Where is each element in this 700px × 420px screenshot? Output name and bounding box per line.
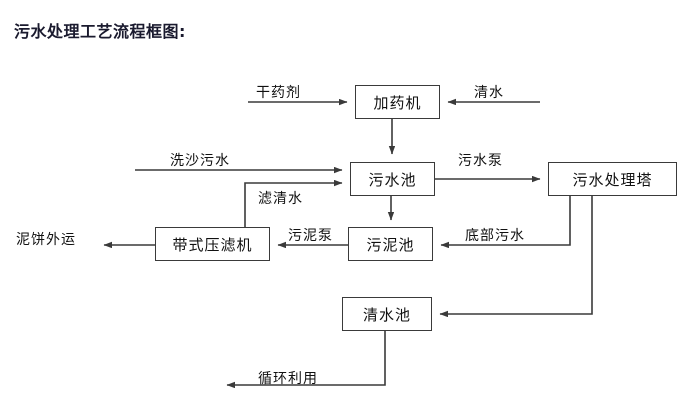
edge-label-sand-wash-wastewater: 洗沙污水: [170, 153, 230, 169]
edge-clear-water-pool-to-recycle: [226, 331, 386, 389]
node-clear-water-pool-label: 清水池: [362, 305, 411, 324]
node-belt-filter-press[interactable]: 带式压滤机: [155, 227, 270, 261]
node-wastewater-pool[interactable]: 污水池: [350, 162, 435, 196]
page-title: 污水处理工艺流程框图:: [14, 22, 186, 41]
edge-label-bottom-wastewater: 底部污水: [465, 228, 525, 244]
node-treatment-tower-label: 污水处理塔: [572, 170, 653, 189]
node-treatment-tower[interactable]: 污水处理塔: [548, 162, 677, 196]
edge-label-sludge-pump: 污泥泵: [288, 228, 333, 244]
edge-tower-to-clear-water-pool: [439, 196, 593, 318]
node-sludge-pool-label: 污泥池: [366, 235, 415, 254]
edge-filterpress-to-wastewater-pool: [244, 179, 343, 227]
edge-tower-bottom-to-sludge-pool: [440, 196, 571, 249]
edge-label-filtered-clear-water: 滤清水: [258, 191, 303, 207]
edge-label-dry-agent: 干药剂: [256, 85, 301, 101]
terminal-label-mud-cake-out: 泥饼外运: [16, 232, 76, 248]
node-dosing-machine-label: 加药机: [373, 93, 422, 112]
edge-label-recycle-reuse: 循环利用: [258, 371, 318, 387]
edge-label-wastewater-pump: 污水泵: [458, 153, 503, 169]
node-sludge-pool[interactable]: 污泥池: [348, 227, 433, 261]
node-dosing-machine[interactable]: 加药机: [355, 85, 440, 119]
node-clear-water-pool[interactable]: 清水池: [342, 297, 432, 331]
edge-label-clean-water: 清水: [474, 85, 504, 101]
node-wastewater-pool-label: 污水池: [368, 170, 417, 189]
node-belt-filter-press-label: 带式压滤机: [172, 235, 253, 254]
